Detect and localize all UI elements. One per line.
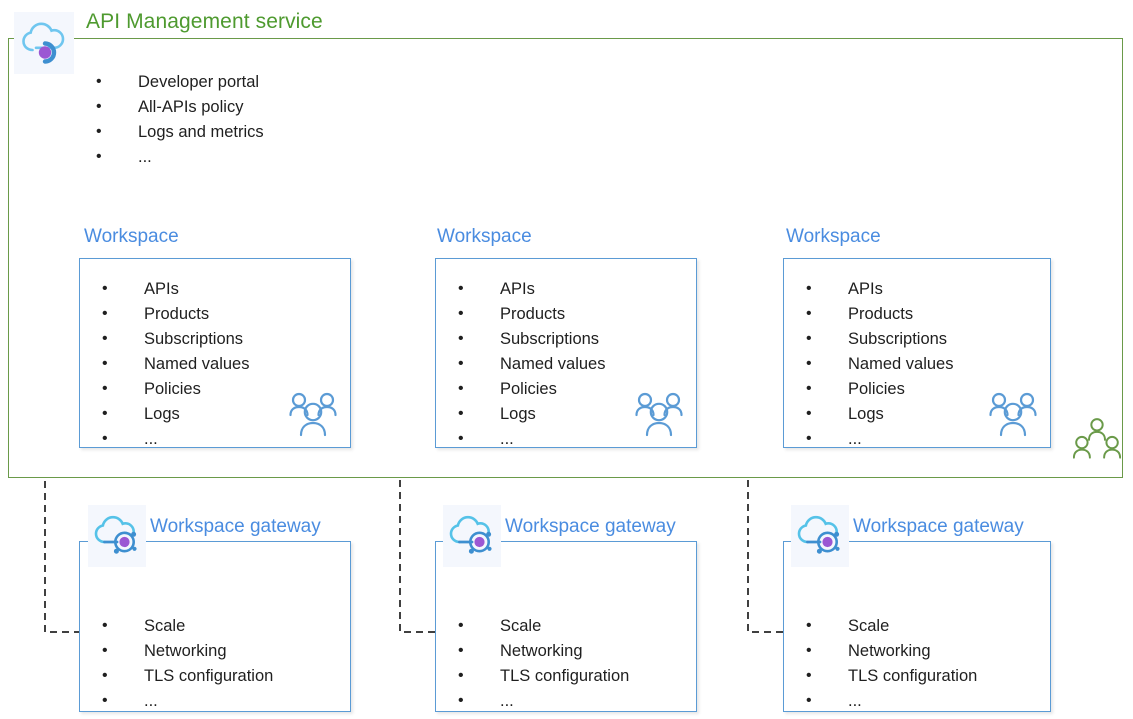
workspace-label-3: Workspace [786, 226, 881, 247]
people-group-icon [286, 391, 340, 437]
service-feature-list: Developer portal All-APIs policy Logs an… [84, 69, 264, 170]
list-item: Scale [794, 613, 977, 639]
list-item: Subscriptions [90, 326, 249, 352]
list-item: Products [90, 301, 249, 327]
gateway-label-3: Workspace gateway [853, 516, 1024, 537]
list-item: Products [446, 301, 605, 327]
list-item: Products [794, 301, 953, 327]
workspace-box-3[interactable]: APIs Products Subscriptions Named values… [783, 258, 1051, 451]
gateway-label-2: Workspace gateway [505, 516, 676, 537]
workspace-label-1: Workspace [84, 226, 179, 247]
people-group-icon-green [1072, 415, 1122, 463]
gateway-box-1[interactable]: Scale Networking TLS configuration ... [79, 541, 351, 714]
list-item: ... [446, 688, 629, 714]
list-item: APIs [794, 276, 953, 302]
gateway-box-3[interactable]: Scale Networking TLS configuration ... [783, 541, 1051, 714]
list-item: Networking [446, 638, 629, 664]
list-item: Logs [90, 401, 249, 427]
list-item: ... [90, 426, 249, 452]
list-item: APIs [446, 276, 605, 302]
workspace-gateway-cloud-icon-1 [88, 505, 146, 567]
people-group-icon [632, 391, 686, 437]
page-title: API Management service [86, 10, 323, 33]
workspace-gateway-cloud-icon-3 [791, 505, 849, 567]
people-group-icon [986, 391, 1040, 437]
list-item: Networking [794, 638, 977, 664]
workspace-box-2[interactable]: APIs Products Subscriptions Named values… [435, 258, 697, 451]
list-item: Policies [794, 376, 953, 402]
list-item: Networking [90, 638, 273, 664]
list-item: Subscriptions [446, 326, 605, 352]
workspace-box-1[interactable]: APIs Products Subscriptions Named values… [79, 258, 351, 451]
list-item: Policies [90, 376, 249, 402]
list-item: ... [446, 426, 605, 452]
list-item: TLS configuration [794, 663, 977, 689]
list-item: TLS configuration [446, 663, 629, 689]
list-item: Logs and metrics [84, 119, 264, 145]
list-item: ... [794, 688, 977, 714]
list-item: ... [90, 688, 273, 714]
list-item: Subscriptions [794, 326, 953, 352]
gateway-label-1: Workspace gateway [150, 516, 321, 537]
list-item: Named values [90, 351, 249, 377]
workspace-gateway-cloud-icon-2 [443, 505, 501, 567]
list-item: Scale [90, 613, 273, 639]
list-item: APIs [90, 276, 249, 302]
list-item: Named values [446, 351, 605, 377]
api-management-cloud-icon [14, 12, 74, 74]
list-item: ... [794, 426, 953, 452]
list-item: Logs [446, 401, 605, 427]
list-item: All-APIs policy [84, 94, 264, 120]
list-item: Developer portal [84, 69, 264, 95]
gateway-box-2[interactable]: Scale Networking TLS configuration ... [435, 541, 697, 714]
list-item: Scale [446, 613, 629, 639]
list-item: Logs [794, 401, 953, 427]
list-item: TLS configuration [90, 663, 273, 689]
list-item: ... [84, 144, 264, 170]
list-item: Policies [446, 376, 605, 402]
list-item: Named values [794, 351, 953, 377]
workspace-label-2: Workspace [437, 226, 532, 247]
